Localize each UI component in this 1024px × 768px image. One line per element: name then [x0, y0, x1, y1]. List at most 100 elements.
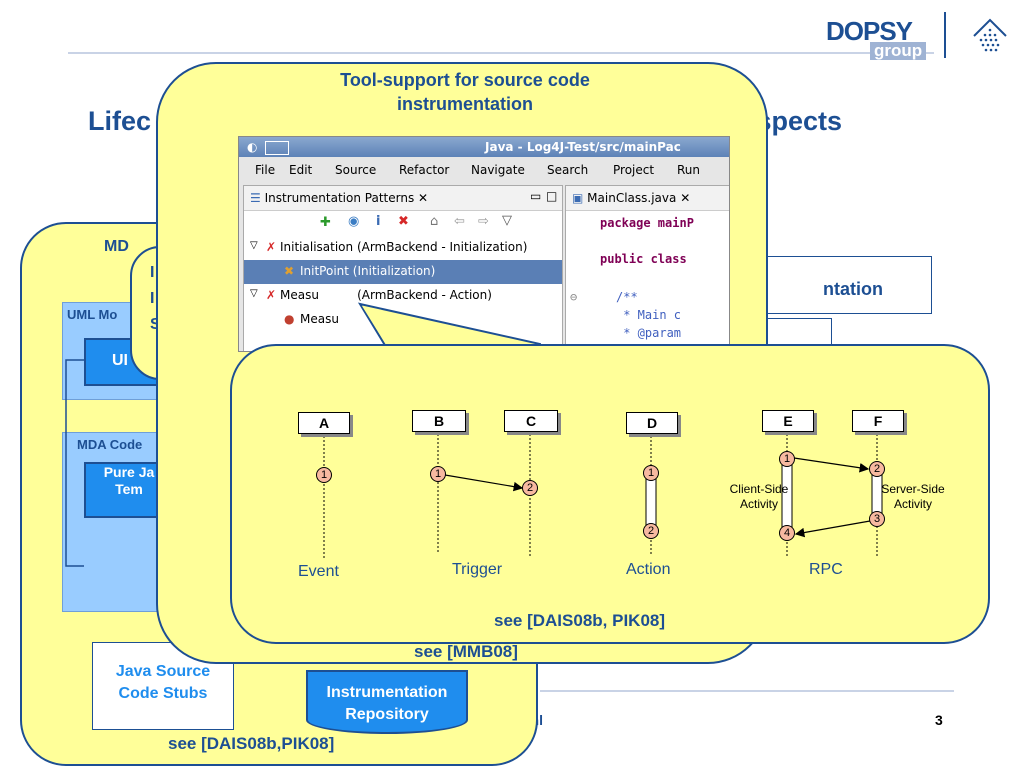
window-menu-icon[interactable]: ◐ [247, 140, 258, 154]
uml-model-label: UML Mo [67, 307, 118, 322]
code-line: public class [600, 252, 687, 266]
caption-event: Event [298, 563, 339, 580]
diagram-reference: see [DAIS08b, PIK08] [494, 611, 666, 630]
menu-search[interactable]: Search [547, 163, 589, 177]
rpc-point-2: 2 [869, 461, 885, 477]
minimize-view-icon[interactable]: ▭ [530, 189, 542, 203]
java-file-icon: ▣ [572, 191, 584, 205]
instrumentation-box: ntation [760, 256, 932, 314]
tree-row[interactable]: ▽ ✗ Measu (ArmBackend - Action) [244, 284, 562, 308]
menu-project[interactable]: Project [613, 163, 655, 177]
code-line: package mainP [600, 216, 694, 230]
java-source-stubs-text: Java Source Code Stubs [115, 663, 211, 702]
tree-row-label: Initialisation (ArmBackend - Initializat… [280, 240, 528, 254]
tree-row[interactable]: ▽ ✗ Initialisation (ArmBackend - Initial… [244, 236, 562, 260]
code-line: * Main c [616, 308, 682, 322]
home-icon[interactable]: ⌂ [430, 214, 439, 229]
maximize-view-icon[interactable]: □ [546, 189, 558, 203]
menu-file[interactable]: File [255, 163, 276, 177]
menu-refactor[interactable]: Refactor [399, 163, 450, 177]
delete-icon[interactable]: ✖ [398, 214, 409, 229]
logo-separator [944, 12, 946, 58]
callout-line-3: S [150, 316, 161, 333]
tree-row[interactable]: ● Measu [244, 308, 562, 332]
info-icon[interactable]: i [376, 214, 381, 229]
view-tab-bar: ☰ Instrumentation Patterns ✕ ▭ □ [244, 186, 562, 211]
tree-row-label: InitPoint (Initialization) [300, 264, 436, 278]
close-icon[interactable]: ✕ [680, 191, 691, 205]
trigger-start-point: 1 [430, 466, 446, 482]
caption-action: Action [626, 561, 671, 578]
mda-reference: see [DAIS08b,PIK08] [168, 734, 335, 753]
lane-d: D [626, 412, 678, 434]
eclipse-window: ◐ Java - Log4J-Test/src/mainPac File Edi… [238, 136, 730, 352]
lane-b: B [412, 410, 466, 432]
trigger-end-point: 2 [522, 480, 538, 496]
fold-icon[interactable]: ⊖ [570, 290, 578, 304]
add-icon[interactable]: ✚ [320, 215, 331, 230]
eclipse-title-bar: ◐ Java - Log4J-Test/src/mainPac [239, 137, 729, 157]
tab-mainclass[interactable]: ▣ MainClass.java ✕ [572, 191, 690, 205]
pattern-icon: ✗ [266, 240, 277, 254]
editor-tab-label: MainClass.java [587, 191, 677, 205]
tab-instrumentation-patterns[interactable]: ☰ Instrumentation Patterns ✕ [250, 191, 428, 205]
callout-line-1: I [150, 264, 155, 281]
lane-a: A [298, 412, 350, 434]
forward-icon[interactable]: ⇨ [478, 214, 489, 229]
lane-e: E [762, 410, 814, 432]
tree-row-label: Measu [300, 312, 339, 326]
logo-sub-text: group [870, 42, 927, 60]
close-icon[interactable]: ✕ [418, 191, 429, 205]
inner-callout-text: I I S [150, 260, 161, 338]
connector-lines [65, 359, 84, 567]
eclipse-menu-bar: File Edit Source Refactor Navigate Searc… [239, 159, 729, 181]
instrumentation-box-label: ntation [823, 279, 883, 299]
caption-rpc: RPC [809, 561, 843, 578]
mda-code-label: MDA Code [77, 437, 143, 452]
event-point: 1 [316, 467, 332, 483]
instrumentation-repository-label: Instrumentation Repository [326, 684, 448, 723]
caption-trigger: Trigger [452, 561, 503, 578]
menu-edit[interactable]: Edit [289, 163, 313, 177]
menu-source[interactable]: Source [335, 163, 377, 177]
callout-line-2: I [150, 290, 155, 307]
header-rule [68, 52, 934, 54]
globe-icon[interactable]: ◉ [348, 214, 360, 229]
expand-icon[interactable]: ▽ [250, 288, 258, 299]
tool-support-heading: Tool-support for source code instrumenta… [340, 70, 590, 114]
menu-navigate[interactable]: Navigate [471, 163, 525, 177]
uml-box-text: UI [112, 352, 128, 369]
expand-icon[interactable]: ▽ [250, 240, 258, 251]
logo-main-text: DOPSY [826, 16, 913, 46]
view-menu-icon[interactable]: ▽ [502, 213, 512, 228]
server-side-label: Server-Side Activity [881, 482, 945, 511]
menu-run[interactable]: Run [677, 163, 701, 177]
tree-row-selected[interactable]: ✖ InitPoint (Initialization) [244, 260, 562, 284]
action-start-point: 1 [643, 465, 659, 481]
rpc-point-1: 1 [779, 451, 795, 467]
tab-label: Instrumentation Patterns [264, 191, 415, 205]
init-point-icon: ✖ [284, 264, 295, 278]
code-line: * @param [616, 326, 682, 340]
lane-c: C [504, 410, 558, 432]
editor-tab-bar: ▣ MainClass.java ✕ [566, 186, 729, 211]
event-types-bubble [230, 344, 990, 644]
java-editor: ▣ MainClass.java ✕ package mainP public … [565, 185, 729, 351]
tree-row-label: Measu (ArmBackend - Action) [280, 288, 492, 302]
instrumentation-patterns-view: ☰ Instrumentation Patterns ✕ ▭ □ ✚ ◉ i ✖… [243, 185, 563, 351]
rpc-point-3: 3 [869, 511, 885, 527]
pattern-icon: ✗ [266, 288, 277, 302]
instrumentation-repository: Instrumentation Repository [306, 670, 468, 734]
house-dots-icon [973, 18, 1007, 52]
eclipse-window-title: Java - Log4J-Test/src/mainPac [485, 140, 681, 154]
measure-point-icon: ● [284, 312, 295, 326]
list-icon: ☰ [250, 191, 261, 205]
code-line: /** [616, 290, 638, 304]
client-side-label: Client-Side Activity [729, 482, 789, 511]
back-icon[interactable]: ⇦ [454, 214, 465, 229]
rpc-point-4: 4 [779, 525, 795, 541]
tool-support-reference: see [MMB08] [414, 642, 518, 661]
dopsy-logo: DOPSY group [826, 16, 927, 60]
minimize-icon[interactable] [265, 141, 289, 155]
footer-rule [540, 690, 954, 692]
